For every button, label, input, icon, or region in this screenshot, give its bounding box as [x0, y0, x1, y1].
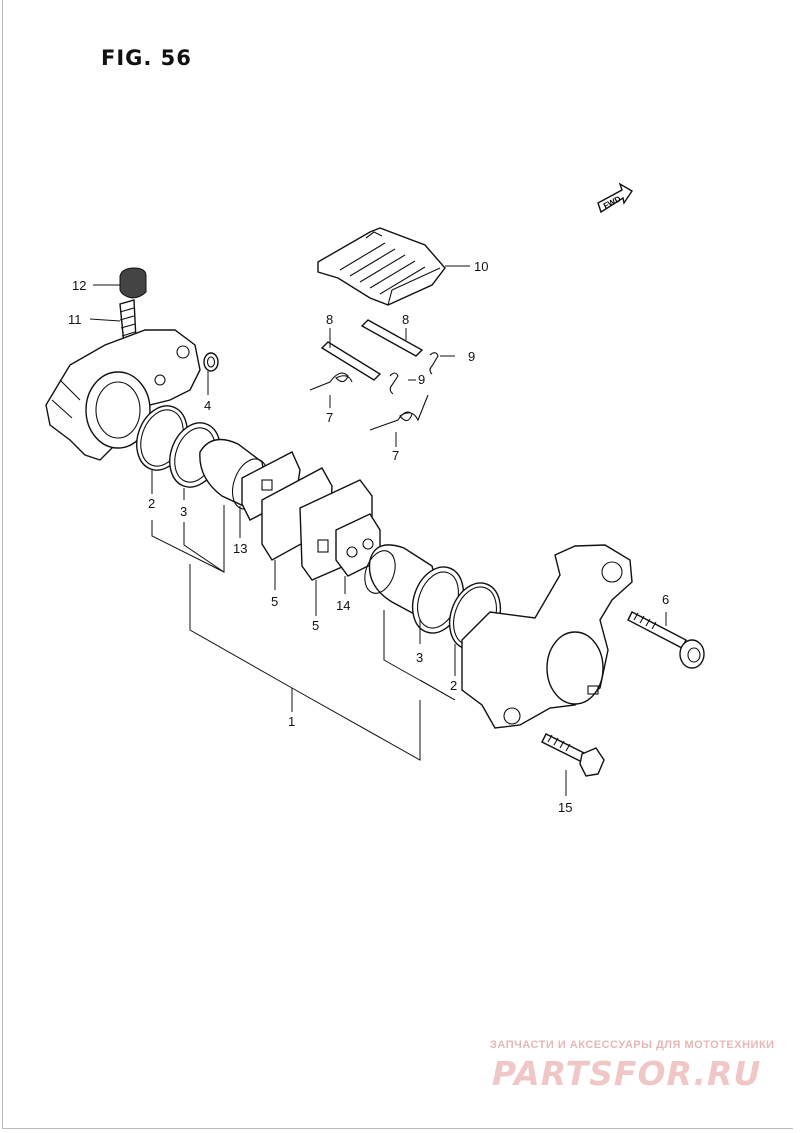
part-15-bolt: [541, 733, 605, 777]
callout-8-right: 8: [402, 312, 409, 327]
callout-labels: 1 2 2 3 3 4 5 5 6 7 7 8 8 9 9 10 11 12 1…: [68, 259, 669, 815]
part-8-pins: [320, 319, 424, 381]
callout-9-right: 9: [468, 349, 475, 364]
watermark-logo: PARTSFOR.RU: [492, 1054, 762, 1093]
callout-13: 13: [233, 541, 247, 556]
callout-15: 15: [558, 800, 572, 815]
part-7-springs: [309, 372, 429, 431]
part-10-pad-cover: [317, 227, 446, 306]
callout-7-left: 7: [326, 410, 333, 425]
callout-12: 12: [72, 278, 86, 293]
callout-6: 6: [662, 592, 669, 607]
callout-9-left: 9: [418, 372, 425, 387]
callout-10: 10: [474, 259, 488, 274]
caliper-left-half: [45, 329, 201, 461]
seals-right: [411, 566, 502, 650]
callout-7-right: 7: [392, 448, 399, 463]
callout-2-right: 2: [450, 678, 457, 693]
callout-5-right: 5: [312, 618, 319, 633]
callout-14: 14: [336, 598, 350, 613]
part-6-mounting-bolt: [627, 611, 705, 669]
callout-4: 4: [204, 398, 211, 413]
part-4-washer: [203, 352, 219, 372]
callout-5-left: 5: [271, 594, 278, 609]
callout-1: 1: [288, 714, 295, 729]
fwd-arrow-icon: FWD: [597, 182, 633, 214]
leader-lines: [89, 265, 667, 796]
callout-11: 11: [68, 312, 82, 327]
part-9-clips: [389, 352, 439, 395]
part-11-bleeder-valve: [119, 299, 137, 345]
callout-2-left: 2: [148, 496, 155, 511]
callout-8-left: 8: [326, 312, 333, 327]
caliper-right-half: [461, 544, 633, 729]
watermark-tagline: ЗАПЧАСТИ И АКСЕССУАРЫ ДЛЯ МОТОТЕХНИКИ: [490, 1039, 775, 1051]
callout-3-left: 3: [180, 504, 187, 519]
callout-3-right: 3: [416, 650, 423, 665]
figure-title: FIG. 56: [101, 46, 192, 70]
part-12-bleeder-cap: [119, 267, 147, 299]
